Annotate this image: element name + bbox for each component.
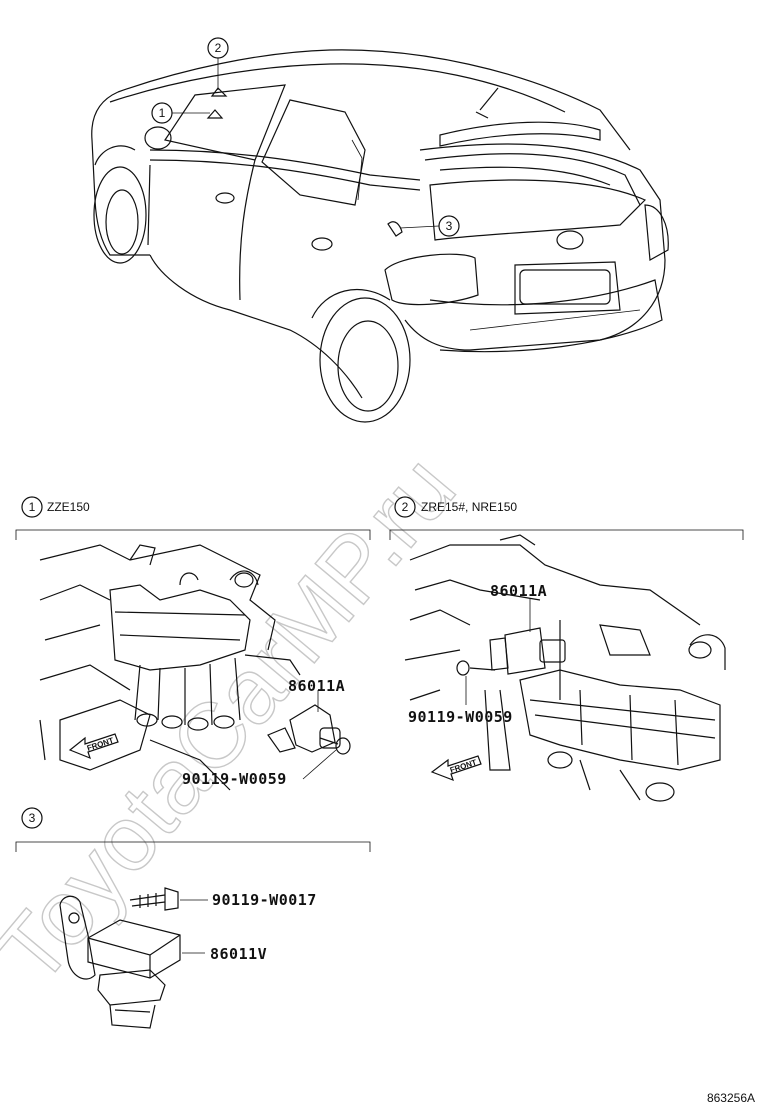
section-3-labels: 90119-W0017 86011V xyxy=(180,891,317,963)
section-3-header: 3 xyxy=(15,807,371,852)
callout-1: 1 xyxy=(151,102,210,124)
svg-text:1: 1 xyxy=(29,500,36,514)
section-1-front-arrow: FRONT xyxy=(68,733,119,760)
section-1-header: 1 ZZE150 xyxy=(15,496,371,540)
svg-text:2: 2 xyxy=(215,41,222,55)
part-label-90119-w0059-s1: 90119-W0059 xyxy=(182,770,287,788)
part-label-86011a-s1: 86011A xyxy=(288,677,345,695)
car-illustration xyxy=(91,49,669,423)
svg-text:ZZE150: ZZE150 xyxy=(47,500,90,514)
section-1-labels: 86011A 90119-W0059 xyxy=(182,677,345,788)
part-label-86011a-s2: 86011A xyxy=(490,582,547,600)
section-2-labels: 86011A 90119-W0059 xyxy=(408,582,547,726)
section-2-header: 2 ZRE15#, NRE150 xyxy=(389,496,744,540)
part-label-90119-w0017: 90119-W0017 xyxy=(212,891,317,909)
section-3-module xyxy=(59,887,181,1029)
section-2-front-arrow: FRONT xyxy=(430,755,482,782)
svg-text:1: 1 xyxy=(159,106,166,120)
part-label-90119-w0059-s2: 90119-W0059 xyxy=(408,708,513,726)
svg-text:3: 3 xyxy=(29,811,36,825)
watermark: ToyotaCarMP.ru xyxy=(0,437,475,1003)
section-2-engine xyxy=(404,534,726,802)
svg-text:3: 3 xyxy=(446,219,453,233)
svg-text:ZRE15#, NRE150: ZRE15#, NRE150 xyxy=(421,500,517,514)
part-label-86011v: 86011V xyxy=(210,945,267,963)
callout-3: 3 xyxy=(399,215,460,237)
diagram-code: 863256A xyxy=(707,1091,755,1105)
section-1-engine xyxy=(39,544,351,791)
callout-2: 2 xyxy=(207,37,229,90)
svg-text:2: 2 xyxy=(402,500,409,514)
